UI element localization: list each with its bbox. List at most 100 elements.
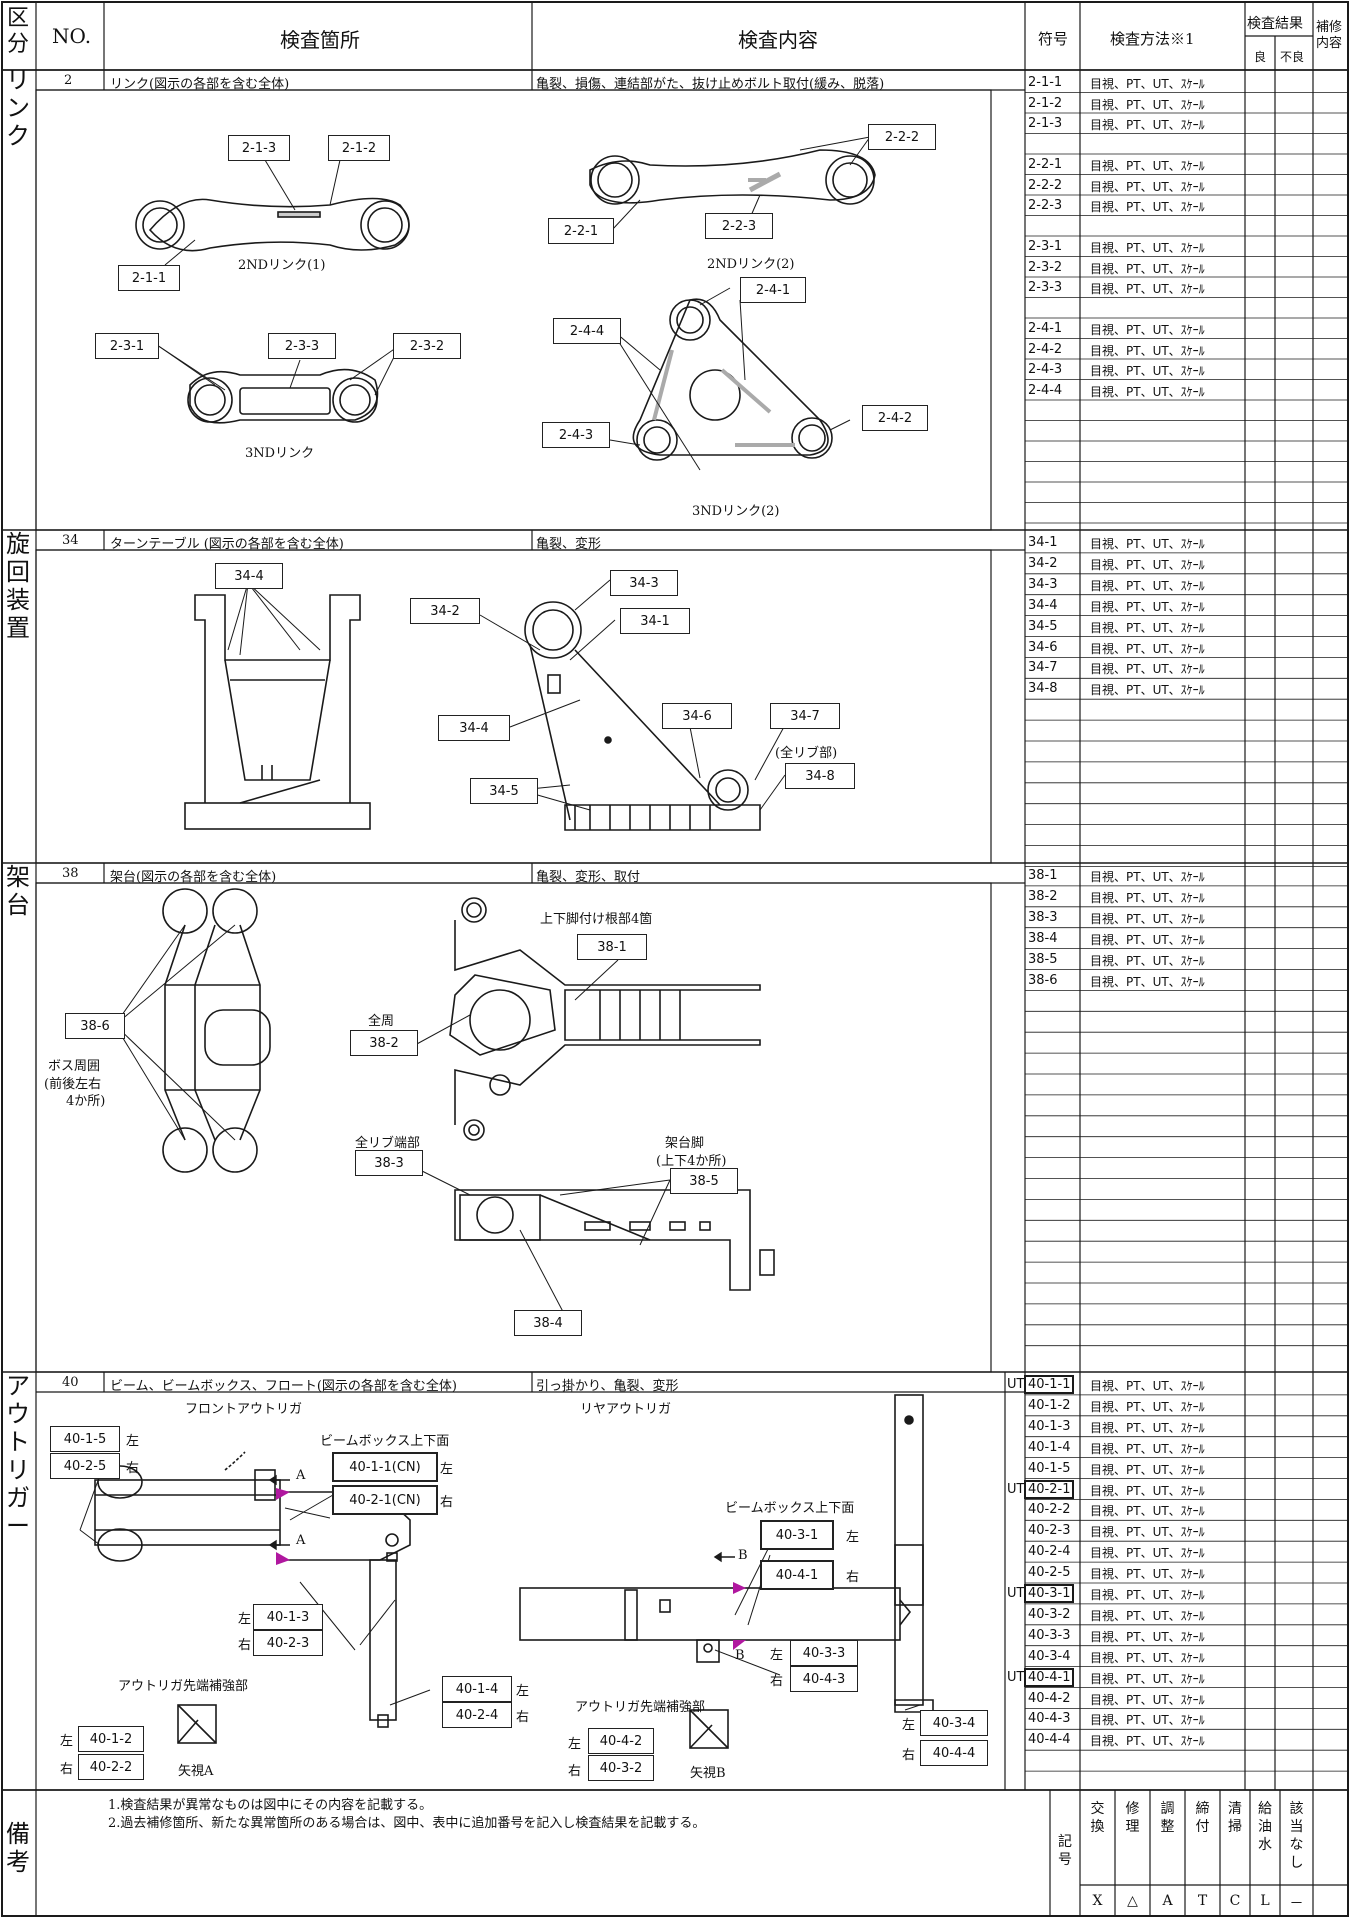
row-code: 2-2-2 <box>1028 177 1063 193</box>
caption-leg-roots: 上下脚付け根部4箇 <box>540 912 653 927</box>
row-code: 38-1 <box>1028 868 1058 883</box>
arrow-a-bottom: A <box>296 1533 306 1548</box>
tag-40-3-1: 40-3-1 <box>760 1520 834 1550</box>
location-swing: ターンテーブル (図示の各部を含む全体) <box>110 537 344 552</box>
row-method: 目視、PT、UT、ｽｹｰﾙ <box>1090 1420 1205 1435</box>
tag-2-2-2: 2-2-2 <box>868 124 936 150</box>
caption-3nd-link-2: 3NDリンク(2) <box>692 504 780 519</box>
label-right-404: 右 <box>516 1710 530 1725</box>
tag-34-5: 34-5 <box>470 778 538 804</box>
caption-frame-leg: 架台脚 <box>665 1136 705 1151</box>
label-right-402: 右 <box>60 1762 74 1777</box>
tag-38-6: 38-6 <box>65 1013 125 1039</box>
row-code: 2-2-3 <box>1028 198 1063 213</box>
row-method: 目視、PT、UT、ｽｹｰﾙ <box>1090 1713 1205 1728</box>
tag-40-2-3: 40-2-3 <box>253 1630 323 1656</box>
row-code: 2-1-2 <box>1028 95 1063 111</box>
content-outrigger: 引っ掛かり、亀裂、変形 <box>536 1379 679 1394</box>
row-method: 目視、PT、UT、ｽｹｰﾙ <box>1090 1734 1205 1749</box>
location-outrigger: ビーム、ビームボックス、フロート(図示の各部を含む全体) <box>110 1379 457 1394</box>
row-method: 目視、PT、UT、ｽｹｰﾙ <box>1090 953 1205 968</box>
caption-front-outrigger: フロントアウトリガ <box>185 1402 303 1417</box>
remark-line-1: 1.検査結果が異常なものは図中にその内容を記載する。 <box>108 1798 433 1813</box>
tag-2-3-3: 2-3-3 <box>268 333 336 359</box>
caption-view-a: 矢視A <box>178 1764 214 1779</box>
row-method: 目視、PT、UT、ｽｹｰﾙ <box>1090 537 1205 551</box>
label-left-404: 左 <box>516 1684 530 1699</box>
row-code: 40-4-4 <box>1028 1732 1071 1748</box>
row-code: 2-3-2 <box>1028 259 1063 275</box>
row-method: 目視、PT、UT、ｽｹｰﾙ <box>1090 1441 1205 1456</box>
tag-40-3-4: 40-3-4 <box>920 1710 988 1736</box>
rear-outrigger-drawing <box>519 1394 934 1713</box>
row-method: 目視、PT、UT、ｽｹｰﾙ <box>1090 870 1205 884</box>
tag-34-7: 34-7 <box>770 703 840 729</box>
header-method: 検査方法※1 <box>1110 30 1195 48</box>
content-tail-ut: UT <box>1007 1377 1025 1392</box>
category-link: リンク <box>6 66 30 150</box>
row-method: 目視、PT、UT、ｽｹｰﾙ <box>1090 641 1205 656</box>
header-repair: 補修内容 <box>1316 20 1343 51</box>
row-ut-marker: UT <box>1007 1586 1025 1601</box>
row-method: 目視、PT、UT、ｽｹｰﾙ <box>1090 323 1205 337</box>
legend-item-symbol: － <box>1289 1896 1304 1912</box>
row-code: 40-2-5 <box>1028 1565 1071 1581</box>
row-method: 目視、PT、UT、ｽｹｰﾙ <box>1090 343 1205 358</box>
row-code: 38-4 <box>1028 930 1058 946</box>
header-symbol: 符号 <box>1038 30 1069 48</box>
link-2nd-1-drawing <box>135 197 410 252</box>
label-left: 左 <box>126 1434 140 1449</box>
category-outrigger: アウトリガー <box>6 1372 30 1540</box>
row-code: 34-3 <box>1028 576 1058 592</box>
label-right-432: 右 <box>568 1764 582 1779</box>
row-ut-marker: UT <box>1007 1669 1025 1685</box>
row-method: 目視、PT、UT、ｽｹｰﾙ <box>1090 241 1205 255</box>
row-code: 40-2-4 <box>1028 1544 1071 1560</box>
tag-2-4-4: 2-4-4 <box>553 318 621 344</box>
row-method: 目視、PT、UT、ｽｹｰﾙ <box>1090 662 1205 677</box>
row-code: 34-2 <box>1028 555 1058 571</box>
row-method: 目視、PT、UT、ｽｹｰﾙ <box>1090 890 1205 905</box>
row-method: 目視、PT、UT、ｽｹｰﾙ <box>1090 578 1205 593</box>
tag-34-6: 34-6 <box>662 703 732 729</box>
tag-40-1-2: 40-1-2 <box>78 1726 144 1752</box>
category-frame: 架台 <box>6 863 30 919</box>
label-right-cn: 右 <box>440 1495 454 1510</box>
row-method: 目視、PT、UT、ｽｹｰﾙ <box>1090 1629 1205 1644</box>
view-b-drawing <box>689 1709 729 1749</box>
tag-38-3: 38-3 <box>355 1150 423 1176</box>
header-bad: 不良 <box>1280 50 1305 64</box>
no-swing: 34 <box>62 533 79 548</box>
row-method: 目視、PT、UT、ｽｹｰﾙ <box>1090 179 1205 194</box>
caption-all-ribs: (全リブ部) <box>775 746 838 761</box>
row-method: 目視、PT、UT、ｽｹｰﾙ <box>1090 1379 1205 1393</box>
row-method: 目視、PT、UT、ｽｹｰﾙ <box>1090 1671 1205 1686</box>
legend-item-symbol: X <box>1092 1893 1103 1909</box>
row-code: 38-3 <box>1028 909 1058 925</box>
label-right-rear: 右 <box>846 1570 860 1585</box>
label-left-cn: 左 <box>440 1462 454 1477</box>
tag-2-1-2: 2-1-2 <box>328 135 390 161</box>
row-method: 目視、PT、UT、ｽｹｰﾙ <box>1090 1399 1205 1414</box>
row-code: 40-4-3 <box>1028 1711 1071 1727</box>
no-outrigger: 40 <box>62 1375 79 1390</box>
tag-40-3-2: 40-3-2 <box>588 1755 654 1781</box>
tag-34-8: 34-8 <box>785 763 855 789</box>
frame-top-drawing <box>162 888 271 1173</box>
caption-2nd-link-2: 2NDリンク(2) <box>707 257 795 272</box>
caption-beambox-front: ビームボックス上下面 <box>320 1434 450 1449</box>
row-code: 38-5 <box>1028 951 1058 967</box>
content-swing: 亀裂、変形 <box>536 537 602 552</box>
frame-side-drawing <box>449 897 761 1141</box>
row-code: 2-2-1 <box>1028 157 1063 172</box>
caption-3nd-link: 3NDリンク <box>245 446 315 461</box>
header-no: NO. <box>52 24 92 48</box>
row-code: 40-3-4 <box>1028 1648 1071 1664</box>
row-code: 38-2 <box>1028 888 1058 904</box>
legend-item-name: 交換 <box>1090 1801 1105 1835</box>
no-frame: 38 <box>62 866 79 881</box>
tag-2-2-1: 2-2-1 <box>548 218 614 244</box>
tag-40-3-3: 40-3-3 <box>790 1640 858 1666</box>
row-method: 目視、PT、UT、ｽｹｰﾙ <box>1090 1650 1205 1665</box>
